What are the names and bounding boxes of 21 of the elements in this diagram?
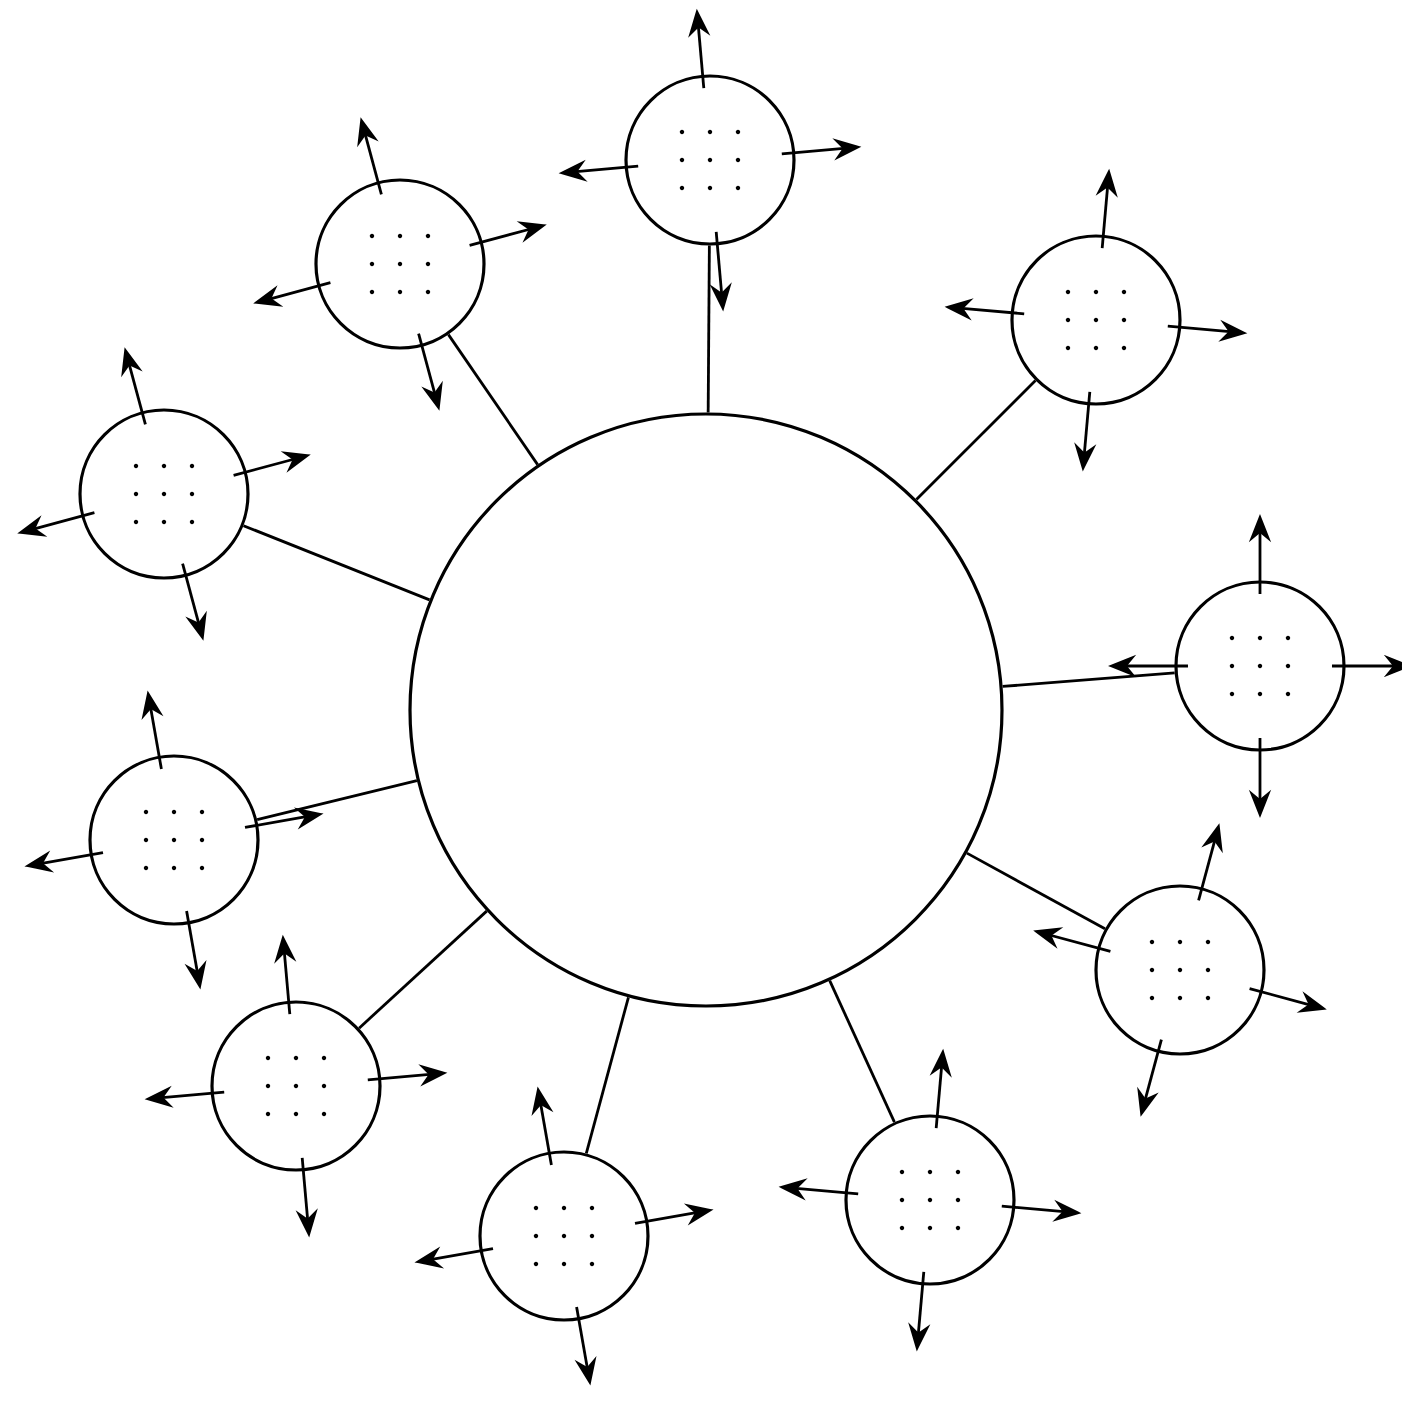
connector-line (243, 524, 431, 602)
satellite-circle (78, 408, 250, 580)
connector-line (358, 910, 488, 1030)
satellite-circle (1174, 580, 1346, 752)
satellite-circle (1010, 234, 1182, 406)
connector-line (828, 980, 896, 1123)
satellite-circle (844, 1114, 1016, 1286)
hub-circle (408, 412, 1004, 1008)
connector-line (1002, 671, 1175, 688)
connector-line (256, 779, 418, 822)
satellite-circle (624, 74, 796, 246)
satellite-circle (210, 1000, 382, 1172)
connector-line (584, 996, 630, 1154)
connector-line (915, 379, 1037, 501)
satellite-circle (478, 1150, 650, 1322)
satellite-circle (1094, 884, 1266, 1056)
satellite-circle (314, 178, 486, 350)
connector-line (966, 851, 1106, 931)
connector-line (447, 333, 539, 466)
connector-line (706, 245, 711, 413)
satellite-circle (88, 754, 260, 926)
